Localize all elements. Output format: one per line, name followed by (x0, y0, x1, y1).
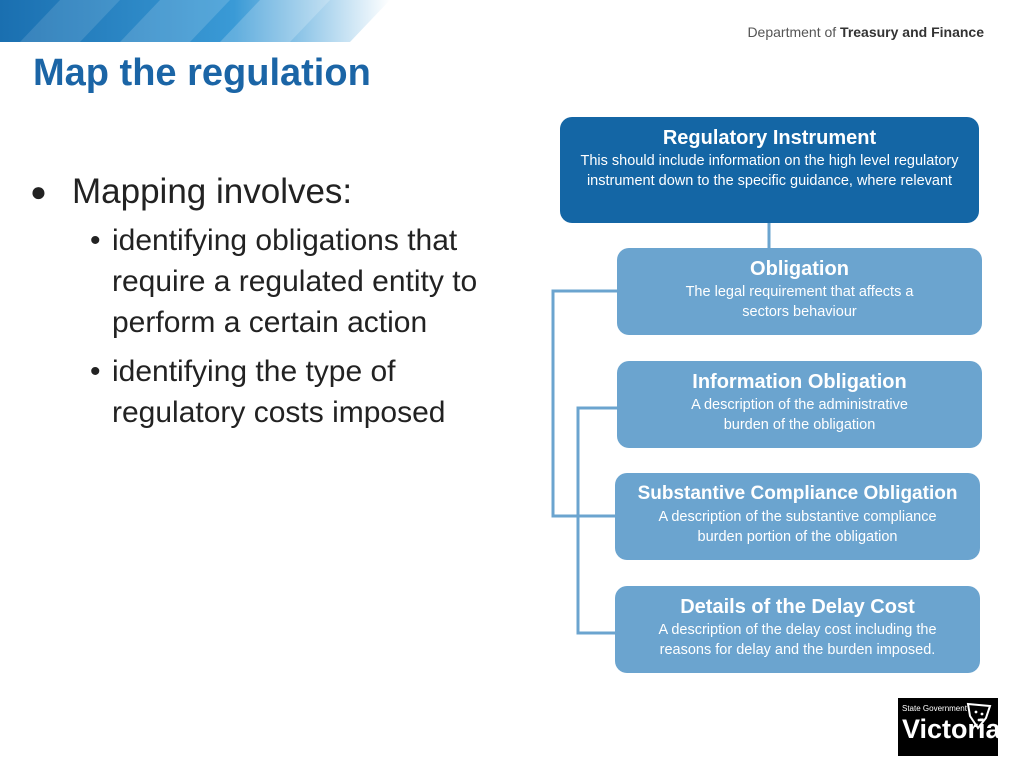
victoria-logo: State Government Victoria (898, 698, 1001, 756)
box-description: The legal requirement that affects a sec… (685, 284, 914, 320)
banner-graphic (0, 0, 390, 42)
sub-bullet-list: • identifying obligations that require a… (30, 220, 510, 433)
box-description: A description of the delay cost includin… (658, 622, 937, 658)
diagram-box-obligation: Obligation The legal requirement that af… (617, 248, 982, 335)
box-title: Substantive Compliance Obligation (637, 483, 958, 504)
box-title: Details of the Delay Cost (680, 596, 915, 618)
diagram-box-substantive-compliance: Substantive Compliance Obligation A desc… (615, 473, 980, 560)
sub-bullet-item: • identifying the type of regulatory cos… (88, 351, 510, 433)
box-title: Obligation (750, 258, 849, 280)
sub-bullet-item: • identifying obligations that require a… (88, 220, 510, 343)
bullet-main: ● Mapping involves: (30, 170, 510, 214)
diagram-box-delay-cost: Details of the Delay Cost A description … (615, 586, 980, 673)
department-wordmark: Department of Treasury and Finance (747, 24, 984, 40)
box-description: A description of the substantive complia… (658, 509, 937, 545)
sub-bullet-icon: • (90, 224, 101, 257)
bullet-icon: ● (30, 176, 47, 207)
department-name: Treasury and Finance (840, 24, 984, 40)
header-banner (0, 0, 420, 42)
connector-information-delay (576, 406, 618, 635)
page-title: Map the regulation (33, 52, 371, 94)
sub-bullet-text: identifying obligations that require a r… (112, 224, 478, 339)
box-title: Regulatory Instrument (662, 127, 877, 149)
bullet-main-text: Mapping involves: (72, 172, 353, 211)
logo-line-1: State Government (902, 704, 967, 713)
diagram-box-information-obligation: Information Obligation A description of … (617, 361, 982, 448)
sub-bullet-icon: • (90, 355, 101, 388)
diagram-box-regulatory-instrument: Regulatory Instrument This should includ… (560, 117, 979, 223)
box-description: A description of the administrative burd… (691, 397, 908, 433)
department-prefix: Department of (747, 24, 837, 40)
sub-bullet-text: identifying the type of regulatory costs… (112, 355, 446, 429)
connector-obligation-substantive (551, 289, 618, 518)
box-description: This should include information on the h… (580, 153, 959, 189)
bullet-list: ● Mapping involves: • identifying obliga… (30, 170, 510, 441)
box-title: Information Obligation (692, 371, 907, 393)
victoria-map-icon (966, 702, 992, 730)
